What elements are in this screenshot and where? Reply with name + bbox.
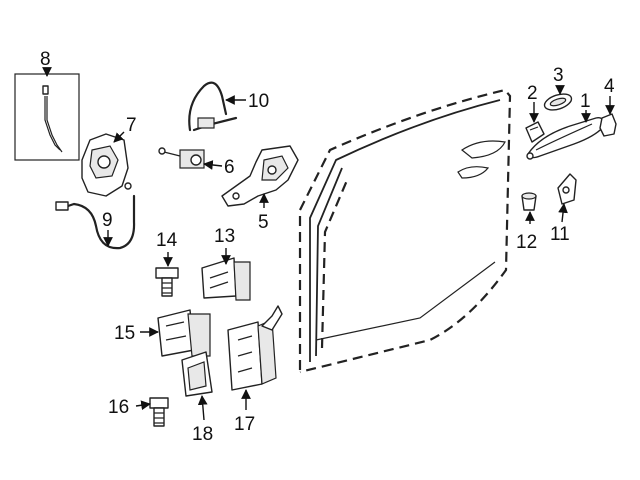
- part-12-grommet: [521, 192, 537, 211]
- callout-1: 1: [580, 91, 591, 112]
- part-17-check-strap: [227, 305, 283, 391]
- callout-4: 4: [604, 76, 615, 97]
- part-9-cable: [55, 194, 136, 250]
- callout-18: 18: [192, 424, 213, 445]
- door-shell: [298, 88, 512, 374]
- callout-5: 5: [258, 212, 269, 233]
- leader-11: [558, 203, 568, 223]
- callout-10: 10: [248, 91, 269, 112]
- part-7-lock-actuator: [81, 133, 132, 197]
- part-10-cable: [188, 81, 238, 132]
- callout-11: 11: [550, 224, 570, 245]
- callout-15: 15: [114, 323, 135, 344]
- part-15-hinge: [157, 309, 211, 357]
- callout-12: 12: [516, 232, 537, 253]
- part-11-bracket: [557, 173, 577, 205]
- part-6-connector: [158, 147, 205, 169]
- callout-6: 6: [224, 157, 235, 178]
- part-5-latch: [221, 145, 299, 207]
- callout-16: 16: [108, 397, 129, 418]
- leader-lines: [42, 67, 615, 421]
- callout-14: 14: [156, 230, 178, 251]
- part-18-bracket: [181, 351, 213, 397]
- callout-2: 2: [527, 83, 538, 104]
- callout-3: 3: [553, 65, 564, 86]
- leader-16: [135, 400, 151, 411]
- callout-8: 8: [40, 49, 51, 70]
- part-8-rod: [14, 73, 80, 161]
- callout-17: 17: [234, 414, 255, 435]
- callout-7: 7: [126, 115, 137, 136]
- part-4-cap: [599, 113, 617, 137]
- part-13-hinge: [201, 257, 251, 301]
- leader-6: [203, 160, 223, 170]
- callout-13: 13: [214, 226, 235, 247]
- callout-9: 9: [102, 210, 113, 231]
- leader-18: [197, 395, 208, 421]
- part-2-bracket: [525, 121, 545, 143]
- callout-labels: 8 7 9 10 6 5 2 3 1 4 11 12 14 13 15 16 1…: [40, 49, 615, 445]
- part-16-bolt: [149, 397, 169, 427]
- part-3-seal: [543, 93, 573, 111]
- part-14-bolt: [155, 267, 179, 297]
- leader-7: [113, 131, 125, 143]
